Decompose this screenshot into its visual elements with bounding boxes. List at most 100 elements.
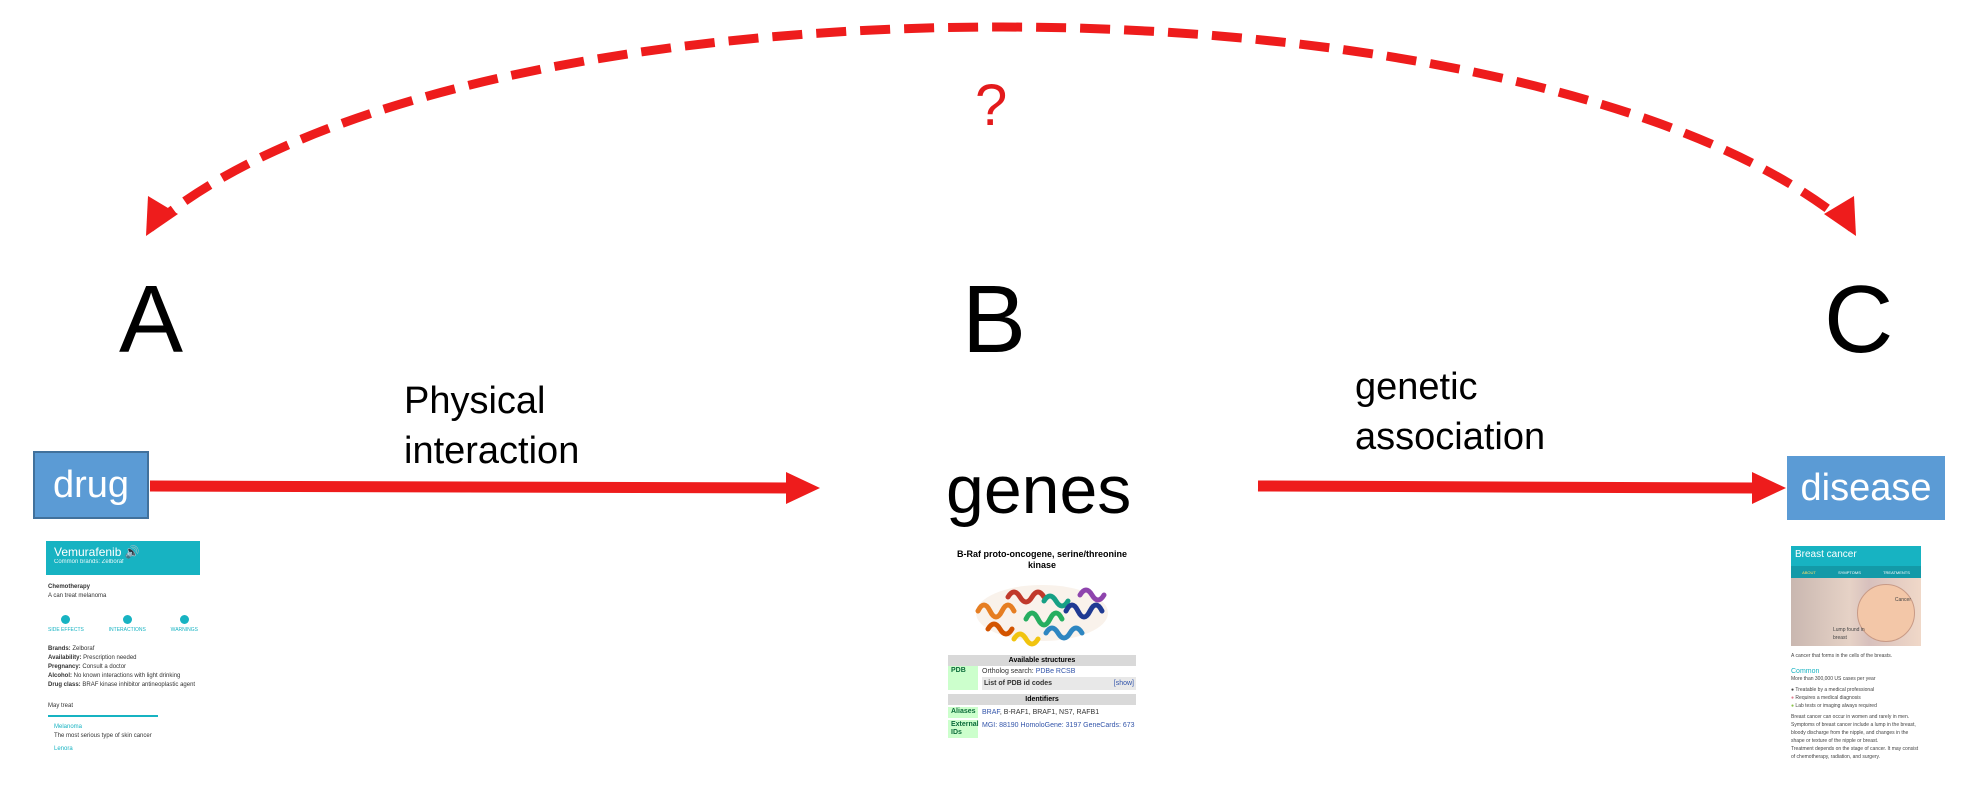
- interactions-label: INTERACTIONS: [108, 627, 146, 633]
- pdb-label: PDB: [948, 666, 978, 690]
- external-ids-value[interactable]: MGI: 88190 HomoloGene: 3197 GeneCards: 6…: [982, 722, 1135, 729]
- disease-card-tabs: ABOUT SYMPTOMS TREATMENTS: [1791, 566, 1921, 578]
- drug-fact-value: Prescription needed: [83, 655, 137, 661]
- drug-fact-key: Brands:: [48, 646, 71, 652]
- tab-treatments[interactable]: TREATMENTS: [1883, 569, 1910, 575]
- drug-fact-key: Pregnancy:: [48, 664, 81, 670]
- side-effects-link[interactable]: SIDE EFFECTS: [48, 615, 84, 633]
- common-desc: More than 300,000 US cases per year: [1791, 676, 1876, 682]
- disease-desc: A cancer that forms in the cells of the …: [1791, 653, 1893, 659]
- img-label-lump: Lump found in breast: [1833, 627, 1865, 641]
- disease-bullet: ● Requires a medical diagnosis: [1791, 694, 1921, 702]
- dashed-arrowhead-c: [1824, 196, 1856, 236]
- tab-symptoms[interactable]: SYMPTOMS: [1838, 569, 1861, 575]
- drug-card-category-desc: A can treat melanoma: [48, 593, 107, 599]
- side-effects-icon: [61, 615, 71, 624]
- drug-fact-row: Pregnancy: Consult a doctor: [48, 663, 198, 672]
- disease-bullet-text: Treatable by a medical professional: [1795, 687, 1875, 693]
- available-structures-heading: Available structures: [948, 655, 1136, 666]
- drug-fact-row: Drug class: BRAF kinase inhibitor antine…: [48, 681, 198, 690]
- drug-card-icons: SIDE EFFECTS INTERACTIONS WARNINGS: [48, 615, 198, 633]
- drug-card-facts: Brands: Zelboraf Availability: Prescript…: [48, 645, 198, 690]
- arrow-b-c: [1257, 480, 1757, 494]
- drug-card-category: Chemotherapy: [48, 584, 91, 590]
- pdb-content: Ortholog search: PDBe RCSB List of PDB i…: [978, 666, 1136, 690]
- pdb-show-toggle[interactable]: [show]: [1113, 680, 1134, 687]
- edge-label-bc: genetic association: [1355, 362, 1545, 462]
- identifiers-heading: Identifiers: [948, 694, 1136, 705]
- common-heading: Common: [1791, 668, 1820, 675]
- diagnosis-icon: ●: [1791, 695, 1795, 701]
- warning-icon: [179, 615, 189, 624]
- drug-fact-key: Drug class:: [48, 682, 81, 688]
- aliases-rest: , B-RAF1, BRAF1, NS7, RAFB1: [999, 709, 1100, 716]
- pdb-row: PDB Ortholog search: PDBe RCSB List of P…: [948, 666, 1136, 690]
- img-label-cancer: Cancer: [1894, 597, 1911, 603]
- drug-card-title: Vemurafenib: [54, 545, 122, 559]
- arrow-a-b: [149, 480, 791, 494]
- node-box-drug: drug: [33, 451, 149, 519]
- external-ids-label: External IDs: [948, 720, 979, 738]
- drug-fact-row: Alcohol: No known interactions with ligh…: [48, 672, 198, 681]
- condition-link[interactable]: Melanoma: [54, 724, 83, 730]
- edge-label-ab-line1: Physical: [404, 380, 546, 422]
- disease-para: Treatment depends on the stage of cancer…: [1791, 746, 1919, 760]
- disease-card: Breast cancer ABOUT SYMPTOMS TREATMENTS …: [1791, 546, 1921, 782]
- disease-illustration: Cancer Lump found in breast: [1791, 578, 1921, 646]
- side-effects-label: SIDE EFFECTS: [48, 627, 84, 633]
- disease-bullet: ● Lab tests or imaging always required: [1791, 702, 1921, 710]
- drug-fact-value: Zelboraf: [72, 646, 95, 652]
- may-treat-underline: [48, 715, 158, 717]
- drug-card-header: Vemurafenib 🔊 Common brands: Zelboraf: [46, 541, 200, 575]
- lab-icon: ●: [1791, 703, 1795, 709]
- condition-desc: The most serious type of skin cancer: [54, 733, 152, 739]
- dashed-arc-a-c: [147, 22, 1855, 232]
- arrowhead-c: [1752, 472, 1786, 504]
- aliases-label: Aliases: [948, 707, 978, 718]
- aliases-row: Aliases BRAF, B-RAF1, BRAF1, NS7, RAFB1: [948, 707, 1136, 718]
- node-box-disease: disease: [1787, 456, 1945, 520]
- question-mark: ?: [975, 73, 1008, 138]
- gene-card-title: B-Raf proto-oncogene, serine/threonine k…: [956, 549, 1127, 570]
- edge-label-bc-line1: genetic: [1355, 366, 1478, 408]
- drug-fact-row: Brands: Zelboraf: [48, 645, 198, 654]
- interactions-icon: [122, 615, 132, 624]
- warnings-link[interactable]: WARNINGS: [171, 615, 198, 633]
- warnings-label: WARNINGS: [170, 627, 198, 633]
- drug-fact-value: BRAF kinase inhibitor antineoplastic age…: [82, 682, 196, 688]
- dashed-arrowhead-a: [146, 196, 178, 236]
- drug-fact-key: Alcohol:: [48, 673, 72, 679]
- tab-about[interactable]: ABOUT: [1802, 569, 1816, 575]
- ortholog-prefix: Ortholog search:: [982, 668, 1036, 675]
- drug-card-subtitle: Common brands: Zelboraf: [54, 559, 124, 565]
- drug-card: Vemurafenib 🔊 Common brands: Zelboraf Ch…: [46, 541, 200, 781]
- disease-para: Breast cancer can occur in women and rar…: [1791, 714, 1910, 720]
- interactions-link[interactable]: INTERACTIONS: [109, 615, 146, 633]
- drug-fact-row: Availability: Prescription needed: [48, 654, 198, 663]
- disease-bullet-text: Lab tests or imaging always required: [1795, 703, 1877, 709]
- node-letter-a: A: [119, 266, 184, 373]
- edge-label-bc-line2: association: [1355, 416, 1546, 458]
- braf-link[interactable]: BRAF: [982, 709, 1000, 716]
- speaker-icon: 🔊: [124, 545, 140, 559]
- node-letter-c: C: [1824, 266, 1894, 373]
- drug-fact-value: Consult a doctor: [82, 664, 127, 670]
- aliases-value: BRAF, B-RAF1, BRAF1, NS7, RAFB1: [978, 707, 1136, 718]
- edge-label-ab-line2: interaction: [404, 430, 580, 472]
- drug-fact-key: Availability:: [48, 655, 82, 661]
- pdb-list-label: List of PDB id codes: [984, 680, 1053, 687]
- edge-label-ab: Physical interaction: [404, 376, 579, 476]
- more-conditions-link[interactable]: Lenora: [54, 746, 73, 752]
- protein-structure-image: [975, 585, 1108, 647]
- arrowhead-b: [786, 472, 820, 504]
- doctor-icon: ●: [1791, 687, 1795, 693]
- gene-card: B-Raf proto-oncogene, serine/threonine k…: [948, 549, 1136, 759]
- ortholog-links[interactable]: PDBe RCSB: [1035, 668, 1076, 675]
- may-treat-heading: May treat: [48, 703, 74, 709]
- disease-bullet: ● Treatable by a medical professional: [1791, 686, 1921, 694]
- disease-para: Symptoms of breast cancer include a lump…: [1791, 722, 1916, 744]
- node-label-genes: genes: [946, 452, 1132, 528]
- disease-card-title: Breast cancer: [1791, 546, 1921, 566]
- node-letter-b: B: [962, 266, 1027, 373]
